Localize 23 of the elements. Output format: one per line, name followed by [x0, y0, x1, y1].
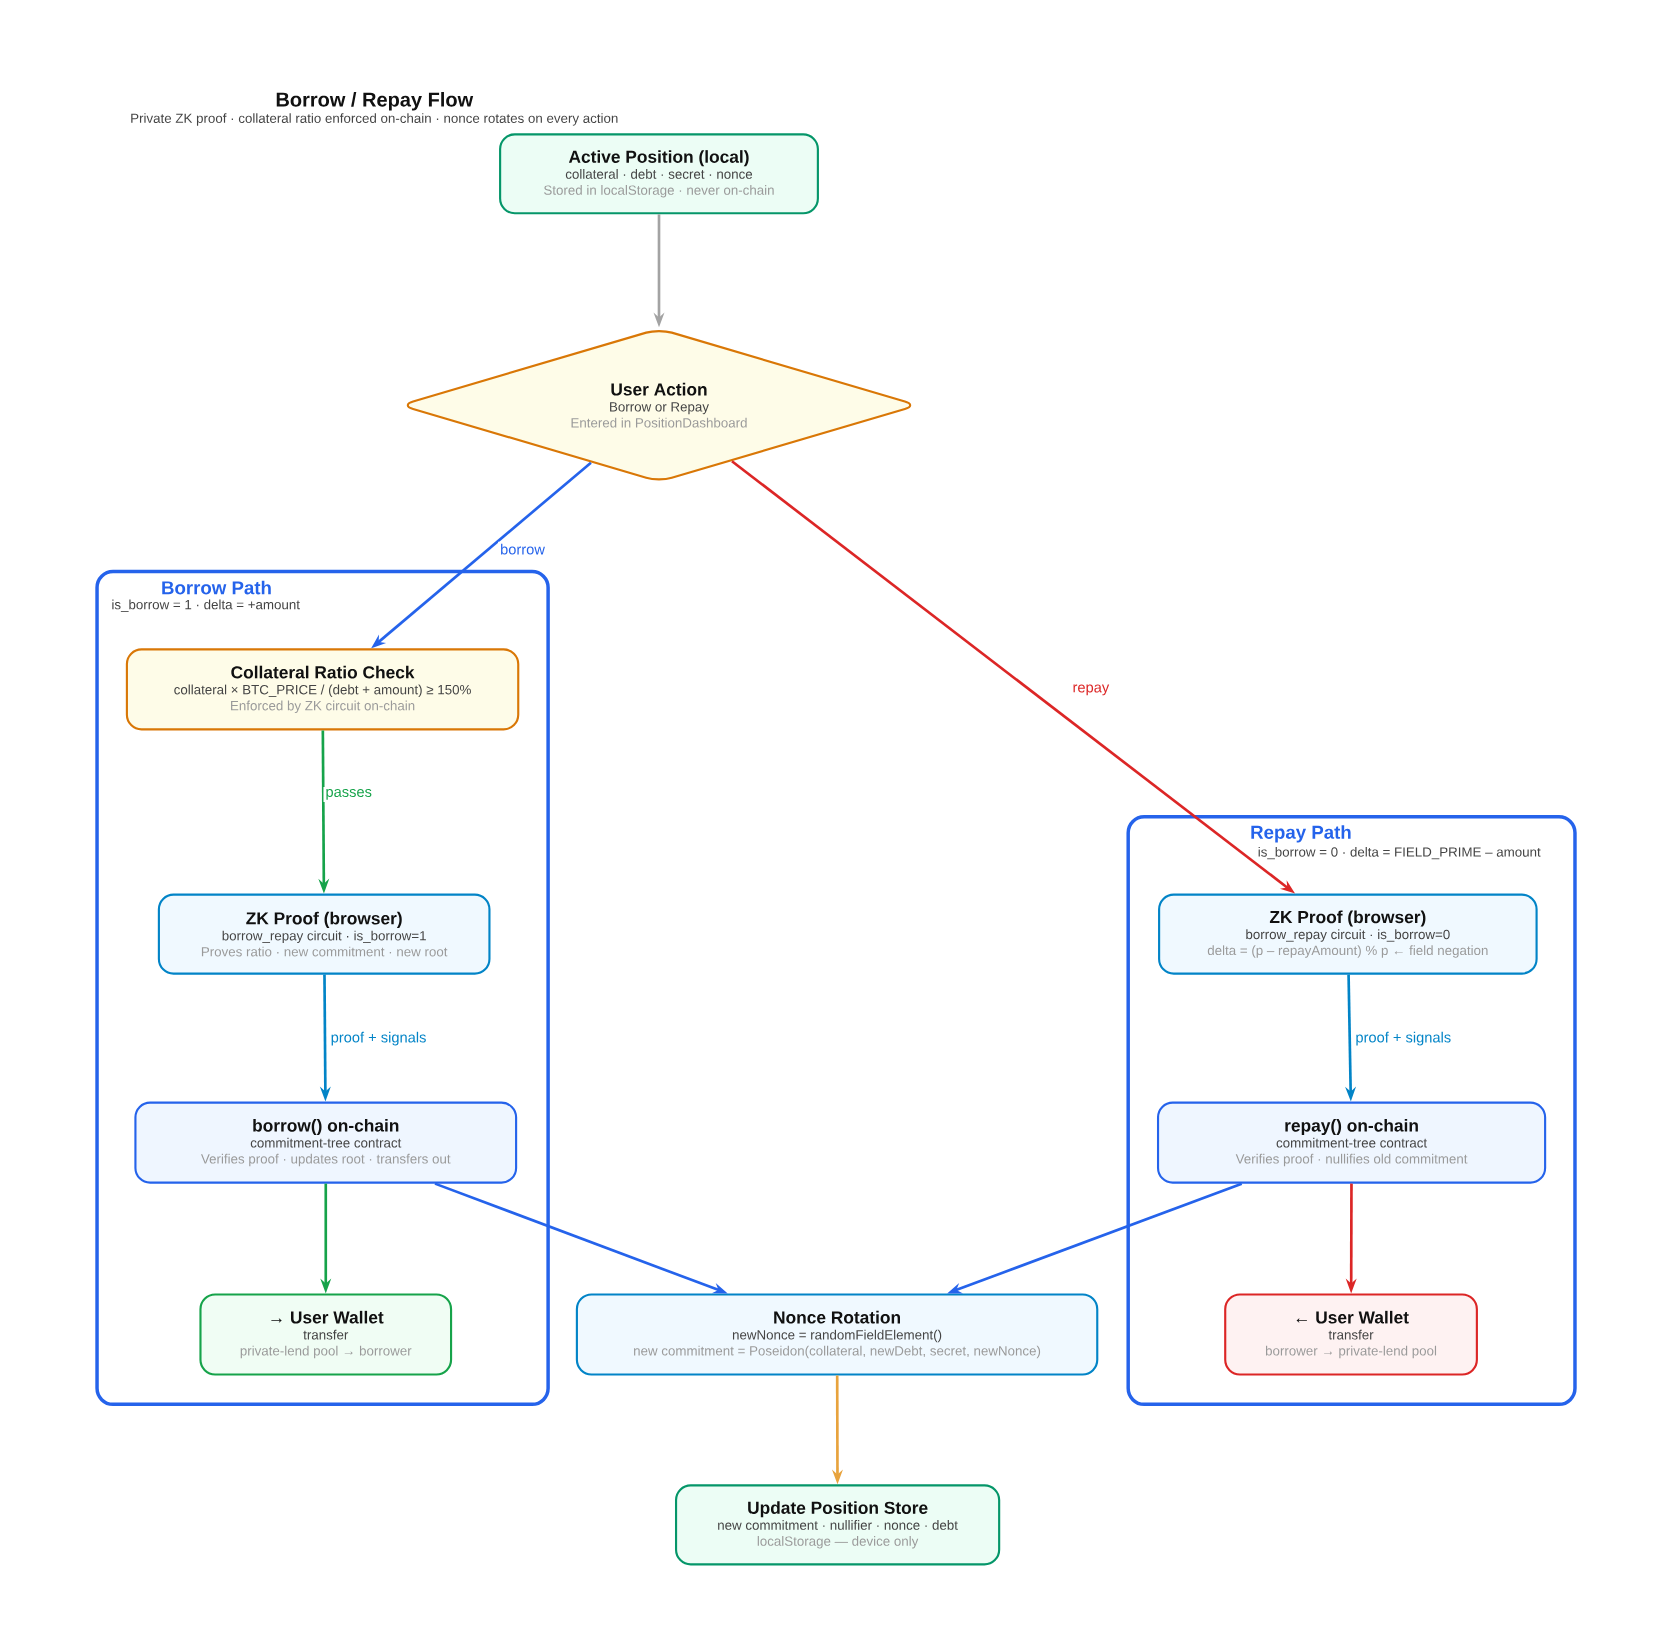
process-box: repay() on-chain commitment-tree contract Verifies proof · nullifies old commitment: [1156, 1101, 1547, 1184]
process-box: Update Position Store new commitment · nullifier · nonce · debt localStorage — device only: [675, 1484, 1001, 1566]
process-box: ← User Wallet transfer borrower → private-lend pool: [1224, 1293, 1478, 1376]
group-title: Borrow Path: [162, 580, 271, 595]
edge-label: proof + signals: [328, 1030, 429, 1048]
process-box: ZK Proof (browser) borrow_repay circuit · is_borrow=0 delta = (p – repayAmount) % p ← field negation: [1158, 893, 1538, 975]
path-group: [95, 570, 550, 1407]
process-box: Active Position (local) collateral · debt · secret · nonce Stored in localStorage · never on-chain: [499, 133, 819, 215]
group-title: Repay Path: [1251, 825, 1351, 843]
title: Borrow / Repay Flow: [276, 92, 474, 111]
subtitle: Private ZK proof · collateral ratio enforced on-chain · nonce rotates on every action: [131, 113, 618, 126]
process-box: Collateral Ratio Check collateral × BTC_PRICE / (debt + amount) ≥ 150% Enforced by ZK circuit on-chain: [125, 648, 520, 731]
process-box: borrow() on-chain commitment-tree contract Verifies proof · updates root · transfers out: [134, 1101, 518, 1184]
process-box: → User Wallet transfer private-lend pool → borrower: [199, 1293, 453, 1376]
edge-label: proof + signals: [1353, 1030, 1454, 1048]
edge-label: borrow: [498, 542, 547, 557]
edge-label: repay: [1070, 682, 1112, 698]
process-box: Nonce Rotation newNonce = randomFieldElement() new commitment = Poseidon(collateral, newDebt, secret, newNonce): [575, 1293, 1099, 1376]
path-group: [1126, 815, 1577, 1407]
group-subtitle: is_borrow = 1 · delta = +amount: [112, 599, 300, 613]
edge-label: passes: [323, 787, 374, 803]
process-box: ZK Proof (browser) borrow_repay circuit · is_borrow=1 Proves ratio · new commitment · new root: [157, 893, 491, 975]
group-subtitle: is_borrow = 0 · delta = FIELD_PRIME – amount: [1258, 847, 1541, 860]
